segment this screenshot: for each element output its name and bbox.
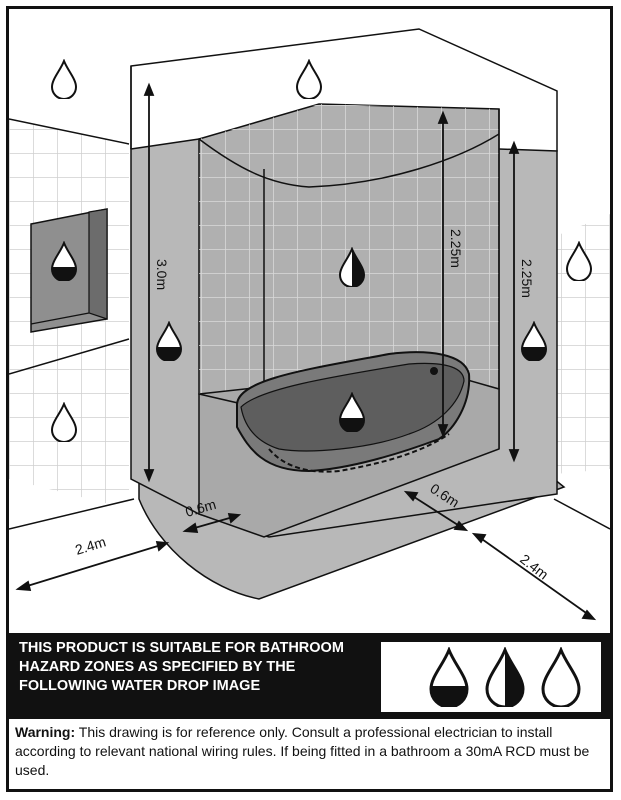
bathroom-zones-diagram: 3.0m 2.25m 2.25m 0.6m 0.6m 2.4m 2.4m	[9, 28, 610, 621]
suitability-banner: THIS PRODUCT IS SUITABLE FOR BATHROOM HA…	[9, 633, 610, 719]
warning-label: Warning:	[15, 724, 76, 740]
dim-label-24-left: 2.4m	[73, 533, 107, 557]
drop-legend	[381, 642, 601, 712]
dim-label-24-right: 2.4m	[517, 551, 551, 583]
water-drop-empty-icon	[51, 60, 77, 99]
water-drop-empty-icon	[541, 648, 581, 707]
water-drop-full-icon	[429, 648, 469, 707]
dim-label-225-right: 2.25m	[519, 259, 535, 298]
floor-line-right	[553, 498, 610, 530]
banner-text: THIS PRODUCT IS SUITABLE FOR BATHROOM HA…	[19, 640, 344, 694]
dimension-lines	[15, 82, 597, 621]
dim-label-225-inner: 2.25m	[448, 229, 464, 268]
warning-text: This drawing is for reference only. Cons…	[15, 724, 590, 778]
dim-label-3m: 3.0m	[154, 259, 170, 290]
warning-note: Warning: This drawing is for reference o…	[15, 723, 605, 780]
floor-line-left	[9, 498, 135, 530]
water-drop-half-icon	[485, 648, 525, 707]
